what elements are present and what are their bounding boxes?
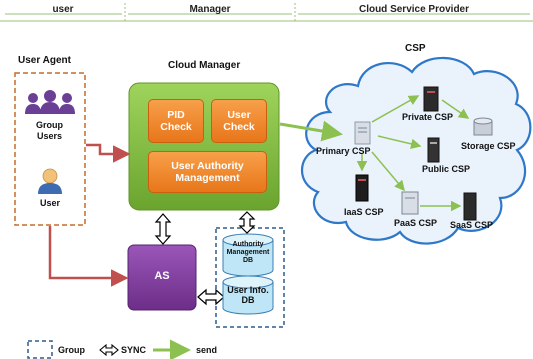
user-icon [38, 168, 62, 194]
user-agent-title: User Agent [18, 55, 71, 66]
uam-line2: Management [175, 172, 240, 184]
arrow-useragent-to-manager [86, 143, 131, 163]
paas-server-icon [401, 191, 419, 215]
sync-arrow-manager-as [154, 213, 172, 245]
sync-arrow-manager-db [238, 211, 256, 234]
arrow-manager-to-primary [279, 120, 343, 142]
authority-db-label: Authority Management DB [223, 241, 273, 265]
group-users-line2: Users [36, 131, 63, 141]
storage-icon [473, 117, 493, 136]
header-csp-provider: Cloud Service Provider [358, 4, 470, 15]
cloud-manager-title: Cloud Manager [168, 60, 241, 71]
primary-server-icon [354, 121, 371, 145]
userinfo-db-cylinder [222, 275, 274, 315]
legend-sync-arrow [99, 343, 119, 357]
pid-check-line2: Check [160, 121, 192, 133]
authority-db-line1: Authority [232, 241, 264, 248]
authority-db-cylinder [222, 233, 274, 277]
legend-send-label: send [196, 345, 218, 355]
primary-csp-label: Primary CSP [316, 146, 371, 156]
legend-group-label: Group [58, 345, 85, 355]
header-band [0, 3, 533, 22]
legend-group-swatch [27, 340, 53, 359]
storage-csp-label: Storage CSP [461, 141, 516, 151]
private-csp-label: Private CSP [402, 112, 454, 122]
user-agent-group [14, 72, 86, 226]
public-csp-label: Public CSP [422, 164, 471, 174]
user-label: User [40, 198, 61, 208]
uam-line1: User Authority [171, 160, 244, 172]
arrow-useragent-to-as [48, 226, 129, 287]
header-user: user [52, 4, 74, 15]
authority-db-line2: Management [226, 249, 270, 256]
paas-csp-label: PaaS CSP [394, 218, 438, 228]
group-users-icon [25, 90, 75, 114]
pid-check-line1: PID [167, 109, 185, 121]
public-server-icon [427, 137, 440, 163]
private-server-icon [423, 86, 439, 112]
group-users-line1: Group [36, 120, 63, 130]
csp-arrows [356, 95, 470, 212]
header-manager: Manager [189, 4, 231, 15]
iaas-csp-label: IaaS CSP [344, 207, 384, 217]
iaas-server-icon [355, 174, 369, 202]
authority-db-line3: DB [242, 257, 254, 264]
legend-sync-label: SYNC [121, 345, 147, 355]
sync-arrow-as-db [197, 288, 225, 306]
csp-title: CSP [405, 43, 426, 54]
userinfo-db-line2: DB [241, 295, 255, 305]
saas-server-icon [463, 192, 477, 221]
saas-csp-label: SaaS CSP [450, 220, 494, 230]
group-users-label: Group Users [36, 120, 63, 142]
userinfo-db-line1: User Info. [227, 285, 269, 295]
user-check-line2: Check [223, 121, 255, 133]
userinfo-db-label: User Info. DB [223, 285, 273, 305]
as-label: AS [154, 270, 170, 282]
user-check-line1: User [227, 109, 251, 121]
